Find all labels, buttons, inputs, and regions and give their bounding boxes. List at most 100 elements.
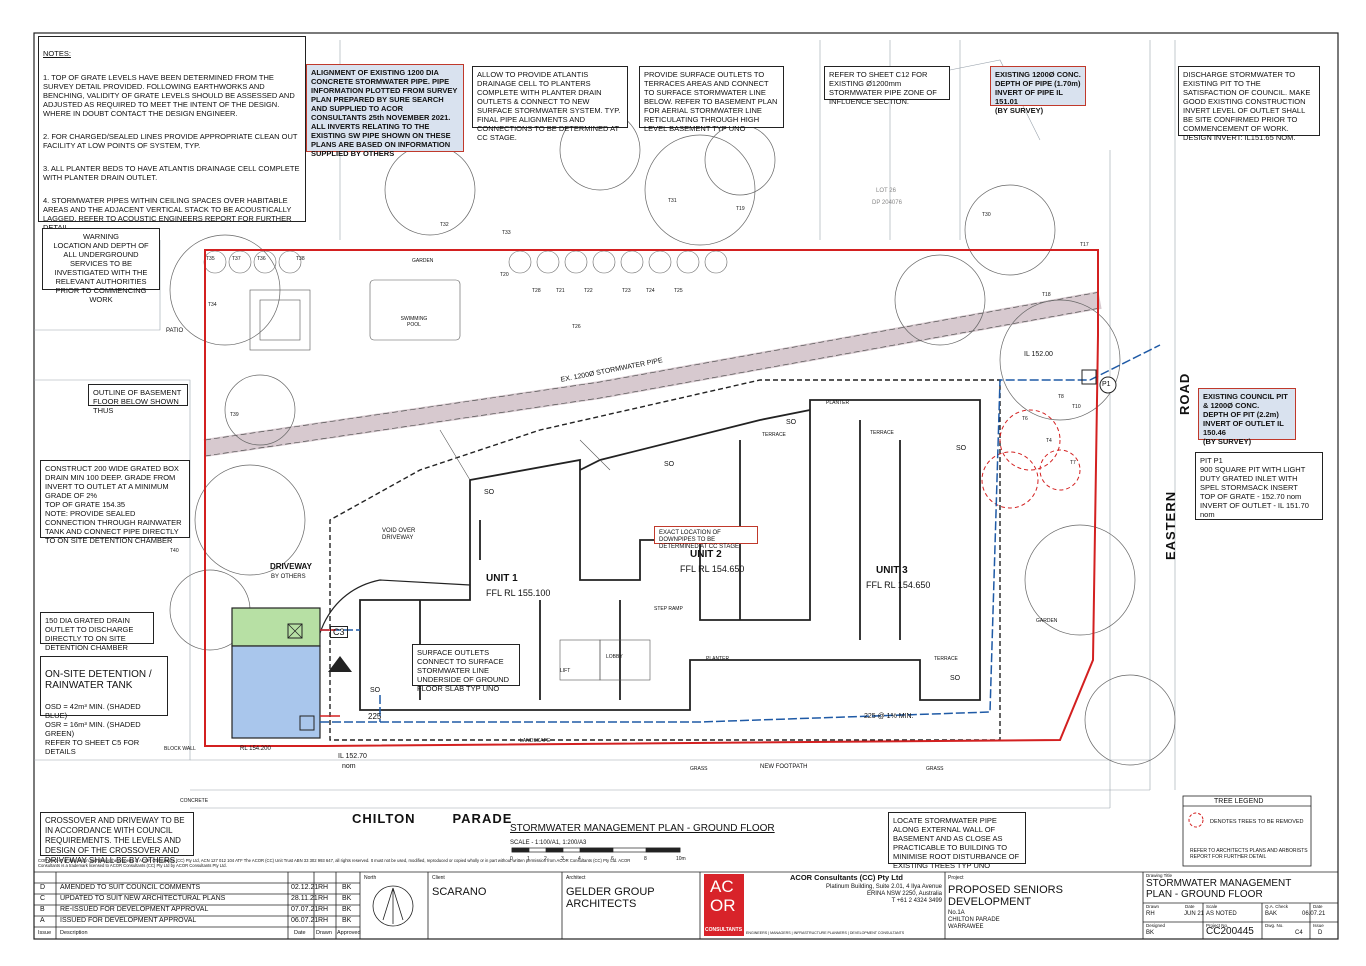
issue-value: D	[1318, 930, 1323, 936]
rl-154-200-label: RL 154.200	[240, 746, 271, 752]
terrace-label: TERRACE	[762, 432, 786, 438]
tree-tag: T20	[500, 272, 509, 278]
scale-tick: 1	[527, 856, 530, 862]
notes-heading: NOTES:	[43, 49, 71, 58]
unit3-label: UNIT 3	[876, 565, 908, 576]
title-block-drawing-title: STORMWATER MANAGEMENT PLAN - GROUND FLOO…	[1146, 878, 1292, 900]
osd-title: ON-SITE DETENTION / RAINWATER TANK	[45, 669, 152, 691]
osd-tank-note: ON-SITE DETENTION / RAINWATER TANK OSD =…	[40, 656, 168, 756]
revision-approved: BK	[342, 906, 352, 913]
garden-label: GARDEN	[1036, 618, 1058, 624]
lift-label: LIFT	[560, 668, 571, 674]
terrace-outlets-note: PROVIDE SURFACE OUTLETS TO TERRACES AREA…	[639, 66, 784, 133]
scale-tick: 10m	[676, 856, 686, 862]
unit1-label: UNIT 1	[486, 573, 518, 584]
revision-issue: B	[40, 906, 45, 913]
driveway-by-others: BY OTHERS	[271, 574, 306, 580]
issue-caption: Issue	[1313, 923, 1324, 928]
revision-approved: BK	[342, 895, 352, 902]
drawing-title-caption: Drawing Title	[1146, 873, 1173, 878]
scale-value: AS NOTED	[1206, 911, 1237, 917]
revision-drawn: RH	[318, 884, 329, 891]
locate-pipe-note: LOCATE STORMWATER PIPE ALONG EXTERNAL WA…	[888, 812, 1026, 870]
revision-header: Drawn	[316, 930, 332, 936]
step-ramp-label: STEP RAMP	[654, 606, 683, 612]
north-label: North	[364, 875, 377, 881]
tree-tag: T7	[1070, 460, 1076, 466]
council-pit-note: EXISTING COUNCIL PIT & 1200Ø CONC. DEPTH…	[1198, 388, 1296, 446]
il-152-70-label: IL 152.70	[338, 753, 367, 760]
project-no-value: CC200445	[1206, 926, 1254, 937]
designed-value: BK	[1146, 930, 1155, 936]
revision-desc: UPDATED TO SUIT NEW ARCHITECTURAL PLANS	[60, 895, 226, 902]
il-nom-label: nom	[342, 763, 356, 770]
so-label: SO	[484, 489, 495, 496]
note-item: 4. STORMWATER PIPES WITHIN CEILING SPACE…	[43, 196, 292, 232]
dwg-no-value: C4	[1295, 930, 1303, 936]
unit2-ffl: FFL RL 154.650	[680, 564, 745, 574]
planter-label: PLANTER	[706, 656, 730, 662]
existing-pipe-depth-note: EXISTING 1200Ø CONC. DEPTH OF PIPE (1.70…	[990, 66, 1086, 115]
scale-tick: 8	[644, 856, 647, 862]
crossover-note: CROSSOVER AND DRIVEWAY TO BE IN ACCORDAN…	[40, 812, 194, 865]
dwg-no-caption: Dwg. No.	[1265, 923, 1284, 928]
project-address: No.1A CHILTON PARADE WARRAWEE	[948, 910, 1000, 930]
atlantis-drainage-note: ALLOW TO PROVIDE ATLANTIS DRAINAGE CELL …	[472, 66, 628, 142]
driveway-label: DRIVEWAY	[270, 562, 312, 571]
architect-name: GELDER GROUP ARCHITECTS	[566, 886, 655, 910]
architect-caption: Architect	[566, 875, 586, 881]
revision-header: Description	[60, 930, 88, 936]
client-caption: Client	[432, 875, 445, 881]
chilton-parade-label: CHILTON PARADE	[352, 811, 513, 826]
note-item: 2. FOR CHARGED/SEALED LINES PROVIDE APPR…	[43, 132, 298, 150]
tree-tag: T25	[674, 288, 683, 294]
revision-date: 28.11.21	[291, 895, 318, 902]
note-item: 1. TOP OF GRATE LEVELS HAVE BEEN DETERMI…	[43, 73, 295, 118]
section-c3-label: C3	[330, 626, 348, 638]
scale-tick: 3	[561, 856, 564, 862]
tree-tag: T22	[584, 288, 593, 294]
note-item: 3. ALL PLANTER BEDS TO HAVE ATLANTIS DRA…	[43, 164, 300, 182]
tree-tag: T37	[232, 256, 241, 262]
drawn-value: RH	[1146, 911, 1155, 917]
tree-tag: T36	[257, 256, 266, 262]
scale-tick: 2	[544, 856, 547, 862]
drawing-scale: SCALE - 1:100/A1, 1:200/A3	[510, 840, 587, 846]
unit3-ffl: FFL RL 154.650	[866, 580, 931, 590]
tree-tag: T21	[556, 288, 565, 294]
tree-tag: T30	[982, 212, 991, 218]
tree-tag: T31	[668, 198, 677, 204]
tree-tag: T19	[736, 206, 745, 212]
pipe-225-min-label: 225 @ 1% MIN.	[864, 713, 914, 720]
qa-value: BAK	[1265, 911, 1278, 917]
pipe-alignment-note: ALIGNMENT OF EXISTING 1200 DIA CONCRETE …	[306, 64, 464, 158]
revision-desc: RE-ISSUED FOR DEVELOPMENT APPROVAL	[60, 906, 209, 913]
void-label: VOID OVER DRIVEWAY	[382, 528, 416, 541]
company-name: ACOR Consultants (CC) Pty Ltd	[790, 873, 903, 882]
tree-tag: T17	[1080, 242, 1089, 248]
qa-date-caption: Date	[1313, 904, 1323, 909]
tree-tag: T23	[622, 288, 631, 294]
project-caption: Project	[948, 875, 964, 881]
basement-outline-note: OUTLINE OF BASEMENT FLOOR BELOW SHOWN TH…	[88, 384, 188, 415]
scale-tick: 0	[510, 856, 513, 862]
revision-drawn: RH	[318, 895, 329, 902]
designed-caption: Designed	[1146, 923, 1166, 928]
warning-note: WARNING LOCATION AND DEPTH OF ALL UNDERG…	[42, 228, 160, 304]
so-label: SO	[786, 419, 797, 426]
dp-label: DP 204076	[872, 200, 902, 206]
revision-approved: BK	[342, 884, 352, 891]
logo-wordmark: CONSULTANTS	[705, 927, 743, 933]
so-label: SO	[956, 445, 967, 452]
qa-caption: Q.A. Check	[1265, 904, 1289, 909]
revision-header: Issue	[38, 930, 52, 936]
box-drain-note: CONSTRUCT 200 WIDE GRATED BOX DRAIN MIN …	[40, 460, 190, 545]
eastern-road-label-1: EASTERN	[1163, 490, 1178, 560]
scale-tick: 6	[611, 856, 614, 862]
company-services: ENGINEERS | MANAGERS | INFRASTRUCTURE PL…	[746, 931, 905, 935]
tree-tag: T10	[1072, 404, 1081, 410]
terrace-label: TERRACE	[934, 656, 958, 662]
qa-date-value: 06.07.21	[1302, 911, 1326, 917]
tree-tag: T28	[532, 288, 541, 294]
